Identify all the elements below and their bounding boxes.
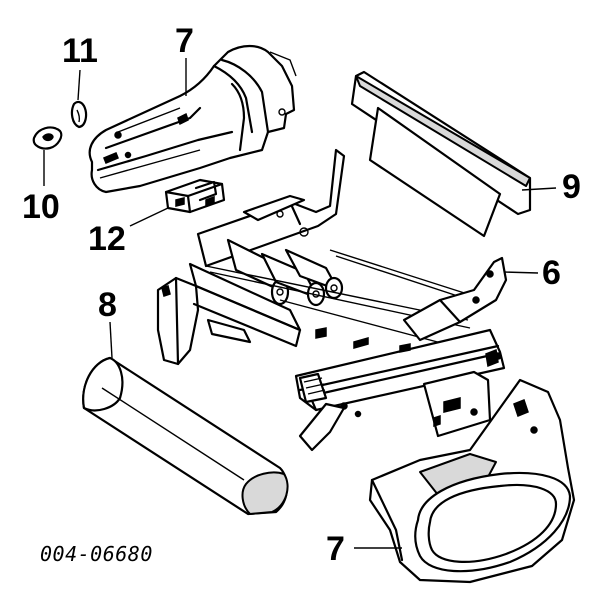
- callout-12: 12: [88, 220, 126, 258]
- leader-8: [109, 321, 113, 359]
- leader-6: [503, 271, 539, 274]
- part-7-lower-side-shield: [368, 378, 576, 584]
- callout-11: 11: [62, 32, 98, 70]
- leader-9: [521, 187, 557, 191]
- leader-12: [129, 207, 169, 227]
- callout-7-top: 7: [175, 22, 194, 60]
- callout-9: 9: [562, 168, 581, 206]
- callout-6: 6: [542, 254, 561, 292]
- callout-7-bottom: 7: [326, 530, 345, 568]
- part-10-handle: [32, 126, 63, 150]
- part-11-knob: [70, 100, 88, 129]
- part-9-pad-panel: [350, 70, 532, 238]
- leader-lines: [43, 58, 557, 549]
- part-12-clip-block: [164, 178, 226, 214]
- part-7-upper-side-shield: [88, 44, 297, 194]
- leader-11: [77, 69, 81, 101]
- part-6-seat-track-frame: [156, 148, 508, 452]
- callout-10: 10: [22, 188, 60, 226]
- part-8-cylinder-cover: [82, 356, 289, 516]
- diagram-part-number: 004-06680: [40, 542, 153, 566]
- callout-8: 8: [98, 286, 117, 324]
